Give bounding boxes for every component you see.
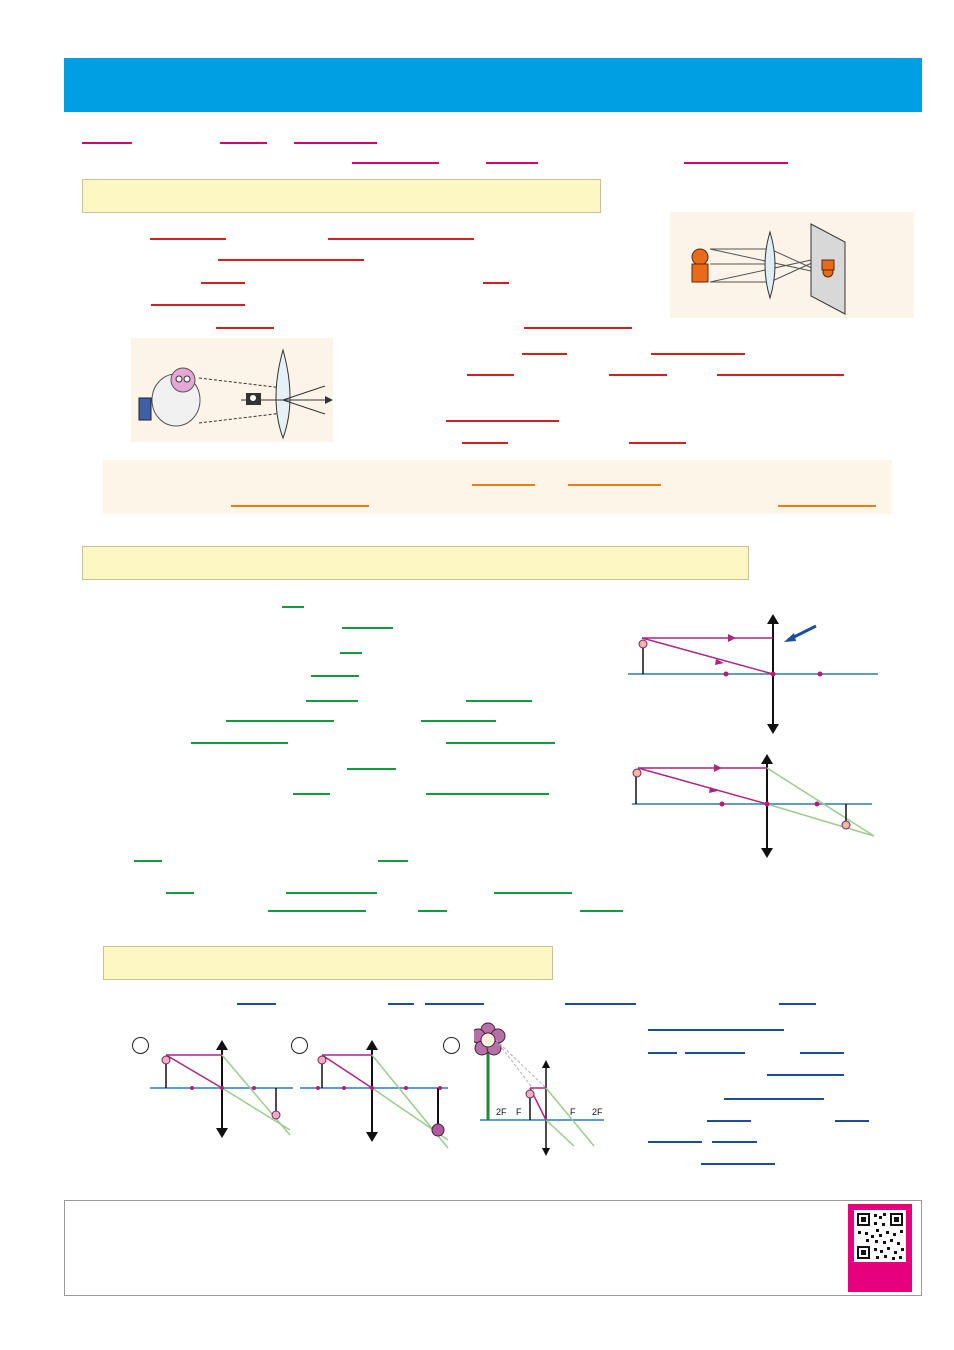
s3-blank-12[interactable] xyxy=(707,1120,751,1122)
section-1-note-box xyxy=(103,460,892,514)
s1-blank-7[interactable] xyxy=(216,327,274,329)
observer-figure xyxy=(138,367,201,427)
s1-blank-12[interactable] xyxy=(609,374,667,376)
label-2f-right: 2F xyxy=(592,1107,603,1117)
s3-blank-13[interactable] xyxy=(835,1120,869,1122)
s2-blank-16[interactable] xyxy=(166,892,194,894)
s1-blank-1[interactable] xyxy=(150,238,226,240)
s2-blank-6[interactable] xyxy=(466,700,532,702)
intro-blank-1[interactable] xyxy=(82,142,132,144)
s2-blank-5[interactable] xyxy=(306,700,358,702)
note-blank-3[interactable] xyxy=(231,505,369,507)
option-diagram-1 xyxy=(150,1040,293,1138)
s2-blank-9[interactable] xyxy=(191,742,288,744)
s1-blank-6[interactable] xyxy=(151,304,245,306)
s1-blank-4[interactable] xyxy=(201,282,245,284)
option-circle-3[interactable] xyxy=(443,1037,460,1054)
s2-blank-10[interactable] xyxy=(446,742,555,744)
intro-blank-2[interactable] xyxy=(220,142,267,144)
intro-blank-5[interactable] xyxy=(486,162,538,164)
ray-diagram-incident xyxy=(628,614,878,734)
eye-lens-illustration xyxy=(131,338,333,442)
s3-blank-1[interactable] xyxy=(237,1003,276,1005)
s1-blank-14[interactable] xyxy=(446,420,559,422)
s2-blank-2[interactable] xyxy=(342,627,393,629)
s1-blank-5[interactable] xyxy=(483,282,509,284)
note-blank-2[interactable] xyxy=(568,484,661,486)
s3-blank-5[interactable] xyxy=(779,1003,816,1005)
note-blank-1[interactable] xyxy=(472,484,535,486)
s1-blank-11[interactable] xyxy=(467,374,514,376)
s2-blank-14[interactable] xyxy=(134,860,162,862)
s2-blank-20[interactable] xyxy=(418,910,447,912)
section-1-heading-box xyxy=(82,179,601,213)
section-2-heading-box xyxy=(82,546,749,580)
s3-blank-7[interactable] xyxy=(648,1052,677,1054)
note-blank-4[interactable] xyxy=(778,505,876,507)
s1-blank-9[interactable] xyxy=(522,353,567,355)
qr-code-panel[interactable] xyxy=(848,1204,912,1292)
s2-blank-7[interactable] xyxy=(226,720,334,722)
footer-box xyxy=(64,1200,922,1296)
s1-blank-2[interactable] xyxy=(328,238,474,240)
label-f-left: F xyxy=(516,1107,522,1117)
s3-blank-9[interactable] xyxy=(800,1052,844,1054)
ray-diagram-image-formation xyxy=(632,754,875,858)
s1-blank-15[interactable] xyxy=(462,442,508,444)
page-header-bar xyxy=(64,58,922,112)
s3-blank-10[interactable] xyxy=(767,1074,844,1076)
s1-blank-8[interactable] xyxy=(524,327,632,329)
s2-blank-21[interactable] xyxy=(580,910,623,912)
s1-blank-13[interactable] xyxy=(717,374,844,376)
s3-blank-4[interactable] xyxy=(565,1003,636,1005)
label-2f-left: 2F xyxy=(496,1107,507,1117)
qr-code-icon xyxy=(854,1210,906,1262)
s2-blank-19[interactable] xyxy=(268,910,366,912)
intro-blank-4[interactable] xyxy=(352,162,439,164)
arrow-icon xyxy=(784,624,817,642)
camera-lens-illustration xyxy=(670,212,914,318)
section-3-heading-box xyxy=(103,946,553,980)
s2-blank-11[interactable] xyxy=(347,768,396,770)
s3-blank-15[interactable] xyxy=(712,1141,757,1143)
s2-blank-18[interactable] xyxy=(494,892,572,894)
s3-blank-3[interactable] xyxy=(425,1003,484,1005)
s2-blank-15[interactable] xyxy=(378,860,408,862)
s2-blank-12[interactable] xyxy=(293,793,330,795)
s2-blank-13[interactable] xyxy=(426,793,549,795)
s3-blank-8[interactable] xyxy=(685,1052,745,1054)
label-f-right: F xyxy=(570,1107,576,1117)
s1-blank-10[interactable] xyxy=(651,353,745,355)
option-diagram-2 xyxy=(300,1040,449,1149)
s3-blank-16[interactable] xyxy=(701,1163,775,1165)
intro-blank-3[interactable] xyxy=(294,142,377,144)
s3-blank-11[interactable] xyxy=(724,1098,824,1100)
option-circle-1[interactable] xyxy=(132,1037,149,1054)
s1-blank-16[interactable] xyxy=(629,442,686,444)
s3-blank-14[interactable] xyxy=(648,1141,702,1143)
option-diagram-3: 2F F F 2F xyxy=(474,1022,604,1156)
s2-blank-4[interactable] xyxy=(311,675,359,677)
s1-blank-3[interactable] xyxy=(218,259,364,261)
person-icon xyxy=(691,248,709,283)
intro-blank-6[interactable] xyxy=(684,162,788,164)
s2-blank-1[interactable] xyxy=(282,606,304,608)
s3-blank-6[interactable] xyxy=(648,1029,784,1031)
flower-icon xyxy=(638,639,648,649)
option-circle-2[interactable] xyxy=(291,1037,308,1054)
flower-icon xyxy=(474,1022,506,1056)
s3-blank-2[interactable] xyxy=(388,1003,414,1005)
s2-blank-8[interactable] xyxy=(421,720,496,722)
s2-blank-3[interactable] xyxy=(340,652,362,654)
s2-blank-17[interactable] xyxy=(286,892,377,894)
